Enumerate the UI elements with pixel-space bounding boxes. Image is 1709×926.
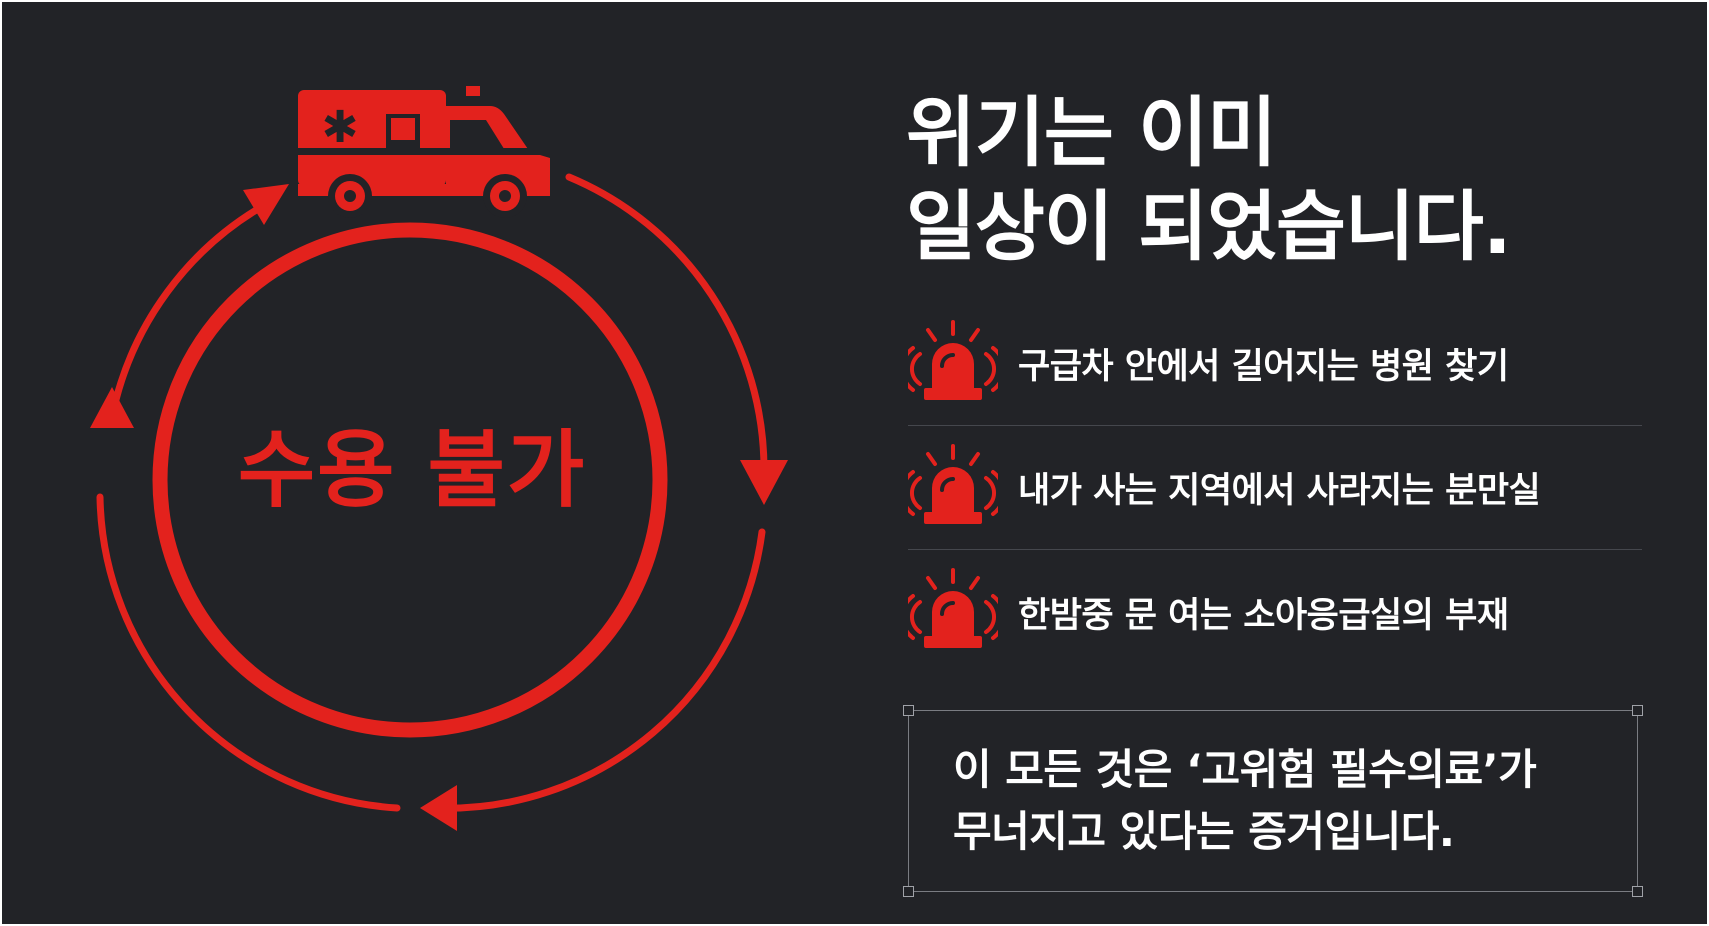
callout-box: 이 모든 것은 ‘고위험 필수의료’가 무너지고 있다는 증거입니다. <box>903 705 1643 897</box>
issue-list: 구급차 안에서 길어지는 병원 찾기 내가 사는 지 <box>908 302 1642 674</box>
callout-line-2: 무너지고 있다는 증거입니다. <box>953 807 1455 856</box>
issue-text: 내가 사는 지역에서 사라지는 분만실 <box>1018 471 1541 511</box>
inner-ring <box>152 222 668 738</box>
siren-icon <box>908 443 998 524</box>
issue-text: 구급차 안에서 길어지는 병원 찾기 <box>1018 347 1509 387</box>
cycle-arrows <box>96 173 768 812</box>
list-item: 구급차 안에서 길어지는 병원 찾기 <box>908 302 1642 426</box>
corner-handle <box>1632 886 1643 897</box>
arrow-heads <box>90 184 788 831</box>
callout-line-1: 이 모든 것은 ‘고위험 필수의료’가 <box>953 745 1537 794</box>
corner-handle <box>903 886 914 897</box>
ambulance-icon: ✱ <box>298 86 550 218</box>
siren-icon <box>908 568 998 648</box>
callout-text: 이 모든 것은 ‘고위험 필수의료’가 무너지고 있다는 증거입니다. <box>953 739 1537 863</box>
headline-line-2: 일상이 되었습니다. <box>906 182 1512 271</box>
corner-handle <box>903 705 914 716</box>
svg-text:✱: ✱ <box>322 102 359 153</box>
headline: 위기는 이미 일상이 되었습니다. <box>906 86 1512 274</box>
issue-text: 한밤중 문 여는 소아응급실의 부재 <box>1018 595 1509 636</box>
siren-icon <box>908 319 998 400</box>
ambulance-cycle-graphic: ✱ 수용 불가 <box>2 2 822 924</box>
corner-handle <box>1632 705 1643 716</box>
list-item: 내가 사는 지역에서 사라지는 분만실 <box>908 426 1642 550</box>
not-accepted-label: 수용 불가 <box>237 421 587 519</box>
headline-line-1: 위기는 이미 <box>906 88 1277 177</box>
list-item: 한밤중 문 여는 소아응급실의 부재 <box>908 550 1642 674</box>
